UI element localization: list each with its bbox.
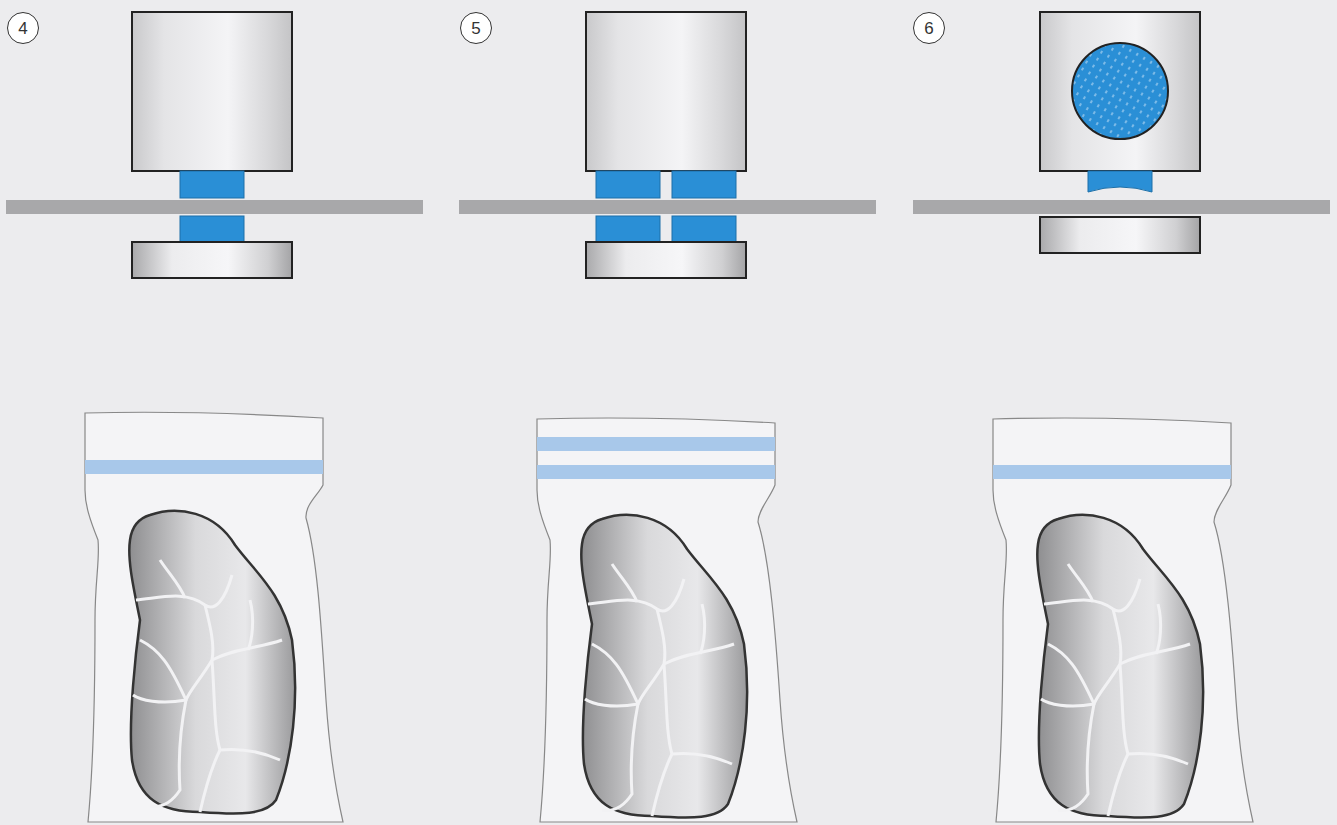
callout-circle: 4 [7, 12, 39, 44]
sealed-bag [85, 412, 343, 822]
callout-number: 5 [471, 20, 480, 37]
callout-circle: 5 [460, 12, 492, 44]
sealing-jaws-single [6, 12, 423, 278]
sealing-jaws-impulse [913, 12, 1330, 253]
sealing-jaws-double [459, 12, 876, 278]
callout-number: 6 [924, 20, 933, 37]
callout-circle: 6 [913, 12, 945, 44]
callout-number: 4 [18, 20, 27, 37]
sealed-bag [537, 418, 797, 822]
sealed-bag [993, 418, 1253, 822]
